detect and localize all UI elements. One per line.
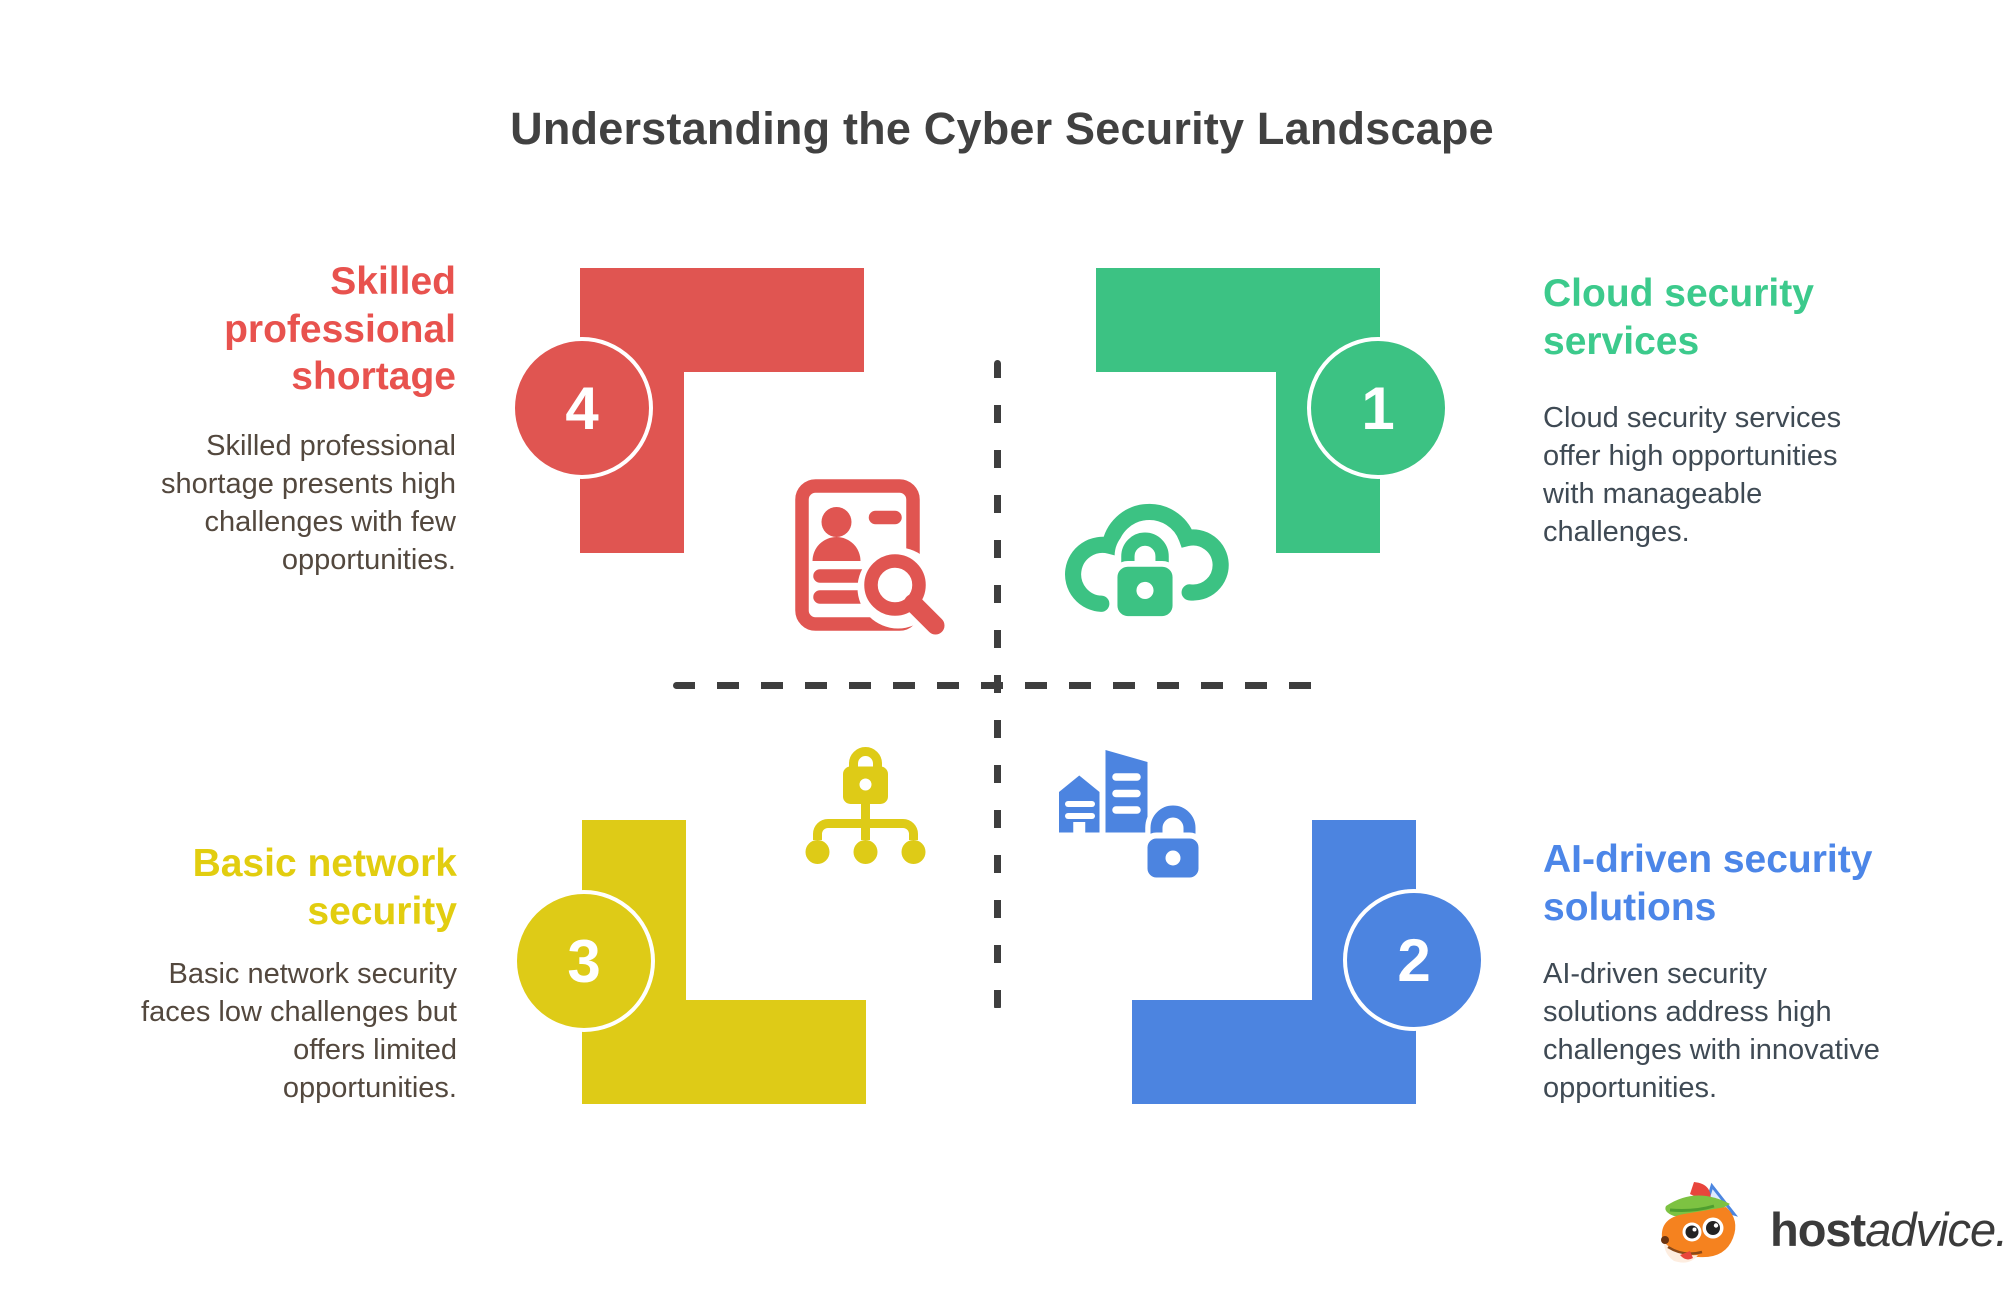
- step-3-number: 3: [567, 927, 601, 995]
- heading-basic-network-security: Basic network security: [192, 842, 457, 933]
- body-skilled-professional-shortage: Skilled professional shortage presents h…: [160, 430, 456, 576]
- body-basic-network-security: Basic network security faces low challen…: [141, 958, 457, 1104]
- heading-cloud-security-services: Cloud security services: [1543, 272, 1814, 363]
- hostadvice-fox-icon: [1661, 1182, 1739, 1263]
- step-4-badge: 4: [511, 337, 653, 479]
- body-cloud-security-services: Cloud security services offer high oppor…: [1543, 402, 1842, 548]
- buildings-lock-icon: [1053, 738, 1203, 888]
- logo-text-advice: advice.: [1865, 1202, 2004, 1256]
- step-1-number: 1: [1361, 374, 1395, 442]
- yellow-lshape-horizontal-bar: [582, 1000, 866, 1104]
- heading-ai-driven-security-solutions: AI-driven security solutions: [1543, 838, 1873, 929]
- step-1-badge: 1: [1307, 337, 1449, 479]
- step-4-number: 4: [565, 374, 599, 442]
- resume-search-icon: [787, 477, 952, 642]
- step-2-badge: 2: [1343, 889, 1485, 1031]
- hostadvice-logo-text: hostadvice.: [1770, 1202, 2004, 1257]
- blue-lshape-horizontal-bar: [1132, 1000, 1416, 1104]
- step-3-badge: 3: [513, 890, 655, 1032]
- step-2-number: 2: [1397, 926, 1431, 994]
- cloud-lock-icon: [1050, 480, 1240, 642]
- hostadvice-logo: hostadvice.: [1650, 1178, 2004, 1280]
- horizontal-dashed-divider: [673, 682, 1322, 689]
- lock-network-icon: [798, 738, 933, 888]
- body-ai-driven-security-solutions: AI-driven security solutions address hig…: [1543, 958, 1880, 1104]
- page-title: Understanding the Cyber Security Landsca…: [510, 103, 1494, 154]
- logo-text-host: host: [1770, 1202, 1866, 1256]
- heading-skilled-professional-shortage: Skilled professional shortage: [224, 260, 456, 399]
